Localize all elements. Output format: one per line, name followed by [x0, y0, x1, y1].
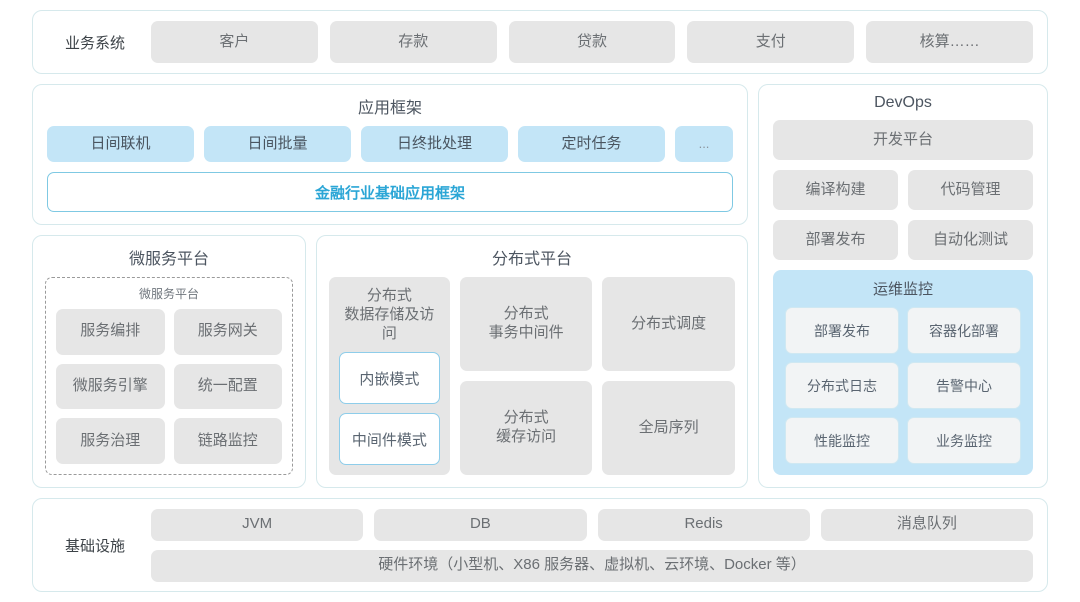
microservice-tile-unified-config[interactable]: 统一配置 — [173, 363, 282, 410]
ops-monitoring-title: 运维监控 — [872, 281, 933, 298]
infrastructure-label: 基础设施 — [64, 537, 125, 555]
devops-tile-deploy-release[interactable]: 部署发布 — [773, 220, 898, 260]
microservice-inner-title: 微服务平台 — [138, 287, 199, 301]
infrastructure-top-row: JVM DB Redis 消息队列 — [151, 508, 1033, 541]
infrastructure-tile-jvm[interactable]: JVM — [151, 508, 364, 541]
ops-tile-alert-center[interactable]: 告警中心 — [907, 362, 1021, 409]
microservice-tile-governance[interactable]: 服务治理 — [56, 418, 165, 464]
microservice-tile-orchestration[interactable]: 服务编排 — [56, 309, 165, 355]
infrastructure-bottom-row: 硬件环境（小型机、X86 服务器、虚拟机、云环境、Docker 等） — [151, 549, 1033, 582]
infrastructure-tile-db[interactable]: DB — [374, 508, 587, 541]
distributed-tile-grid: 分布式 数据存储及访问 内嵌模式 中间件模式 分布式 事务中间件 分布式调度 分… — [329, 277, 735, 475]
microservice-tile-gateway[interactable]: 服务网关 — [173, 309, 282, 355]
business-system-tile-customer[interactable]: 客户 — [151, 21, 318, 63]
platform-lower-band: 微服务平台 微服务平台 服务编排 服务网关 微服务引擎 统一配置 服务治理 链路… — [32, 235, 748, 488]
platform-left-column: 应用框架 日间联机 日间批量 日终批处理 定时任务 ... 金融行业基础应用框架… — [32, 84, 748, 488]
app-framework-tile-eod-batch[interactable]: 日终批处理 — [361, 126, 508, 162]
app-framework-tile-more[interactable]: ... — [675, 126, 733, 162]
distributed-storage-label: 分布式 数据存储及访问 — [344, 287, 435, 342]
devops-tile-grid: 编译构建 代码管理 部署发布 自动化测试 — [773, 170, 1033, 260]
business-system-tile-payment[interactable]: 支付 — [687, 21, 855, 63]
business-system-tile-deposit[interactable]: 存款 — [329, 21, 497, 63]
distributed-tile-cache-access[interactable]: 分布式 缓存访问 — [459, 381, 593, 475]
ops-tile-containerized-deploy[interactable]: 容器化部署 — [907, 307, 1021, 354]
devops-panel: DevOps 开发平台 编译构建 代码管理 部署发布 自动化测试 运维监控 部署… — [758, 84, 1048, 488]
microservice-platform-panel: 微服务平台 微服务平台 服务编排 服务网关 微服务引擎 统一配置 服务治理 链路… — [32, 235, 306, 488]
distributed-storage-group: 分布式 数据存储及访问 内嵌模式 中间件模式 — [329, 277, 450, 475]
financial-base-framework-bar[interactable]: 金融行业基础应用框架 — [47, 172, 733, 212]
ops-tile-performance-monitoring[interactable]: 性能监控 — [785, 417, 899, 464]
devops-tile-code-management[interactable]: 代码管理 — [908, 170, 1033, 210]
infrastructure-panel: 基础设施 JVM DB Redis 消息队列 硬件环境（小型机、X86 服务器、… — [32, 498, 1048, 592]
ops-monitoring-grid: 部署发布 容器化部署 分布式日志 告警中心 性能监控 业务监控 — [785, 307, 1021, 464]
ops-tile-deploy-release[interactable]: 部署发布 — [785, 307, 899, 354]
devops-tile-compile-build[interactable]: 编译构建 — [773, 170, 898, 210]
microservice-inner-box: 微服务平台 服务编排 服务网关 微服务引擎 统一配置 服务治理 链路监控 — [45, 277, 293, 475]
distributed-tile-global-sequence[interactable]: 全局序列 — [602, 381, 735, 475]
ops-tile-distributed-logging[interactable]: 分布式日志 — [785, 362, 899, 409]
application-framework-panel: 应用框架 日间联机 日间批量 日终批处理 定时任务 ... 金融行业基础应用框架 — [32, 84, 748, 225]
devops-title: DevOps — [874, 94, 932, 111]
microservice-tile-engine[interactable]: 微服务引擎 — [56, 363, 165, 410]
application-framework-title: 应用框架 — [357, 100, 422, 117]
app-framework-tile-scheduled-task[interactable]: 定时任务 — [518, 126, 665, 162]
devops-tile-automated-testing[interactable]: 自动化测试 — [908, 220, 1033, 260]
ops-tile-business-monitoring[interactable]: 业务监控 — [907, 417, 1021, 464]
infrastructure-tile-hardware-environment[interactable]: 硬件环境（小型机、X86 服务器、虚拟机、云环境、Docker 等） — [151, 549, 1033, 582]
platform-body: 应用框架 日间联机 日间批量 日终批处理 定时任务 ... 金融行业基础应用框架… — [32, 84, 1048, 488]
infrastructure-tile-redis[interactable]: Redis — [597, 508, 810, 541]
microservice-platform-title: 微服务平台 — [128, 251, 209, 268]
application-framework-tiles: 日间联机 日间批量 日终批处理 定时任务 ... — [47, 126, 733, 162]
business-system-tile-loan[interactable]: 贷款 — [508, 21, 676, 63]
ops-monitoring-group: 运维监控 部署发布 容器化部署 分布式日志 告警中心 性能监控 业务监控 — [773, 270, 1033, 475]
business-systems-label: 业务系统 — [64, 34, 125, 52]
microservice-tile-grid: 服务编排 服务网关 微服务引擎 统一配置 服务治理 链路监控 — [56, 309, 282, 464]
distributed-platform-title: 分布式平台 — [491, 251, 572, 268]
distributed-tile-scheduling[interactable]: 分布式调度 — [602, 277, 735, 371]
devops-tile-dev-platform[interactable]: 开发平台 — [773, 120, 1033, 160]
app-framework-tile-daytime-online[interactable]: 日间联机 — [47, 126, 194, 162]
infrastructure-stack: JVM DB Redis 消息队列 硬件环境（小型机、X86 服务器、虚拟机、云… — [151, 508, 1033, 582]
distributed-storage-mode-middleware[interactable]: 中间件模式 — [339, 413, 440, 465]
infrastructure-tile-message-queue[interactable]: 消息队列 — [820, 508, 1033, 541]
microservice-tile-trace-monitoring[interactable]: 链路监控 — [173, 418, 282, 464]
distributed-platform-panel: 分布式平台 分布式 数据存储及访问 内嵌模式 中间件模式 分布式 事务中间件 分… — [316, 235, 748, 488]
business-system-tile-accounting[interactable]: 核算…… — [866, 21, 1033, 63]
business-systems-panel: 业务系统 客户 存款 贷款 支付 核算…… — [32, 10, 1048, 74]
distributed-storage-mode-embedded[interactable]: 内嵌模式 — [339, 352, 440, 405]
app-framework-tile-daytime-batch[interactable]: 日间批量 — [204, 126, 351, 162]
distributed-tile-transaction-middleware[interactable]: 分布式 事务中间件 — [459, 277, 593, 371]
